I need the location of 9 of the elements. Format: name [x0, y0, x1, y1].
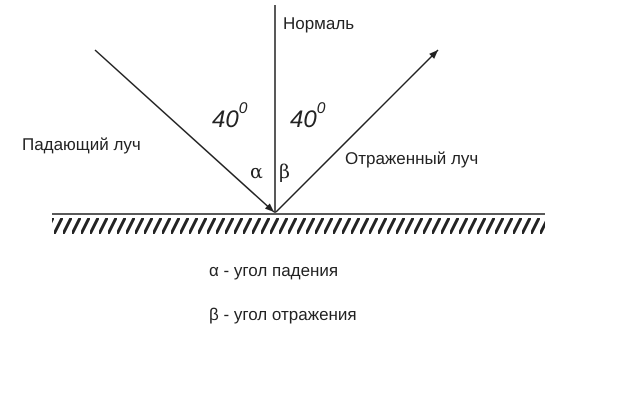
reflected-ray-label: Отраженный луч: [345, 150, 478, 169]
angle-symbol: β: [279, 162, 290, 183]
angle-value: 40$^{0}$: [212, 100, 248, 134]
angle-symbol: α: [250, 162, 263, 183]
angle-value: 40$^{0}$: [290, 100, 326, 134]
legend-note: β - угол отражения: [209, 306, 357, 325]
normal-label: Нормаль: [283, 15, 354, 34]
legend-note: α - угол падения: [209, 262, 338, 281]
incident-ray-label: Падающий луч: [22, 136, 141, 155]
